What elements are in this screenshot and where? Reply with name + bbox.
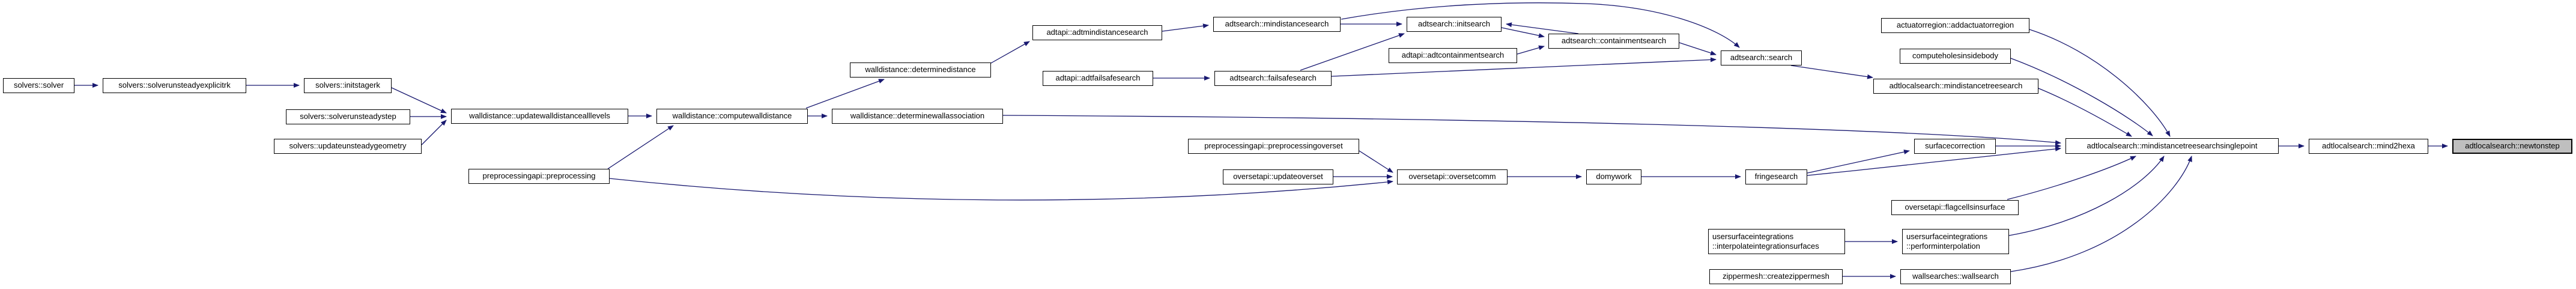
edge-preprocessing-to-computewalldistance xyxy=(607,125,674,169)
node-search[interactable]: adtsearch::search xyxy=(1721,50,1802,65)
edge-computewalldistance-to-determinedistance xyxy=(805,79,885,109)
edge-determinedistance-to-adtmindistancesearch xyxy=(990,41,1030,64)
edge-mindistancesearch-to-search xyxy=(1341,2,1740,48)
node-solver[interactable]: solvers::solver xyxy=(3,78,74,93)
edge-performinterpolation-to-mindistancetreesearchsinglepoint xyxy=(2008,156,2165,236)
node-initstagerk[interactable]: solvers::initstagerk xyxy=(304,78,392,93)
edge-initsearch-to-containmentsearch xyxy=(1501,27,1545,38)
edge-failsafesearch-to-initsearch xyxy=(1300,33,1405,71)
node-initsearch[interactable]: adtsearch::initsearch xyxy=(1407,17,1502,32)
node-flagcellsinsurface[interactable]: oversetapi::flagcellsinsurface xyxy=(1891,200,2019,215)
node-domywork[interactable]: domywork xyxy=(1586,169,1641,184)
node-createzippermesh[interactable]: zippermesh::createzippermesh xyxy=(1709,269,1843,284)
edge-containmentsearch-to-search xyxy=(1679,42,1717,55)
edge-flagcellsinsurface-to-mindistancetreesearchsinglepoint xyxy=(2007,156,2136,200)
node-containmentsearch[interactable]: adtsearch::containmentsearch xyxy=(1548,34,1679,49)
node-interpolateintegrationsurfaces[interactable]: usersurfaceintegrations ::interpolateint… xyxy=(1708,229,1845,254)
node-mindistancetreesearch[interactable]: adtlocalsearch::mindistancetreesearch xyxy=(1873,79,2038,94)
node-solverunsteadystep[interactable]: solvers::solverunsteadystep xyxy=(286,109,410,124)
node-mindistancesearch[interactable]: adtsearch::mindistancesearch xyxy=(1213,17,1341,32)
edge-fringesearch-to-mindistancetreesearchsinglepoint xyxy=(1807,146,2061,176)
edge-computeholesinsidebody-to-mindistancetreesearchsinglepoint xyxy=(2010,58,2153,136)
node-adtmindistancesearch[interactable]: adtapi::adtmindistancesearch xyxy=(1032,25,1162,40)
node-solverunsteadyexplicitrk[interactable]: solvers::solverunsteadyexplicitrk xyxy=(103,78,246,93)
edge-wallsearch-to-mindistancetreesearchsinglepoint xyxy=(2010,156,2192,272)
edge-updateunsteadygeometry-to-updatewalldistancealllevels xyxy=(421,120,447,145)
edge-search-to-mindistancetreesearch xyxy=(1790,65,1873,79)
node-updatewalldistancealllevels[interactable]: walldistance::updatewalldistancealllevel… xyxy=(451,109,628,124)
edge-fringesearch-to-surfacecorrection xyxy=(1807,150,1910,174)
edge-determinewallassociation-to-mindistancetreesearchsinglepoint xyxy=(1002,115,2061,145)
edge-preprocessing-to-oversetcomm xyxy=(609,178,1393,201)
edge-addactuatorregion-to-mindistancetreesearchsinglepoint xyxy=(2029,29,2171,137)
node-updateunsteadygeometry[interactable]: solvers::updateunsteadygeometry xyxy=(274,139,422,154)
edge-containmentsearch-to-initsearch xyxy=(1506,22,1579,34)
node-preprocessingoverset[interactable]: preprocessingapi::preprocessingoverset xyxy=(1188,139,1359,154)
edge-preprocessingoverset-to-oversetcomm xyxy=(1359,150,1393,173)
node-surfacecorrection[interactable]: surfacecorrection xyxy=(1914,139,1996,154)
node-newtonstep: adtlocalsearch::newtonstep xyxy=(2452,139,2572,154)
node-preprocessing[interactable]: preprocessingapi::preprocessing xyxy=(468,169,610,184)
node-performinterpolation[interactable]: usersurfaceintegrations ::performinterpo… xyxy=(1902,229,2009,254)
edge-failsafesearch-to-search xyxy=(1331,57,1717,77)
edge-adtmindistancesearch-to-mindistancesearch xyxy=(1162,23,1209,32)
node-failsafesearch[interactable]: adtsearch::failsafesearch xyxy=(1214,71,1332,86)
node-updateoverset[interactable]: oversetapi::updateoverset xyxy=(1223,169,1333,184)
node-computeholesinsidebody[interactable]: computeholesinsidebody xyxy=(1900,49,2011,64)
node-fringesearch[interactable]: fringesearch xyxy=(1745,169,1807,184)
node-adtfailsafesearch[interactable]: adtapi::adtfailsafesearch xyxy=(1043,71,1153,86)
node-mindistancetreesearchsinglepoint[interactable]: adtlocalsearch::mindistancetreesearchsin… xyxy=(2065,138,2279,154)
node-determinedistance[interactable]: walldistance::determinedistance xyxy=(850,62,991,78)
node-wallsearch[interactable]: wallsearches::wallsearch xyxy=(1900,269,2011,284)
edge-mindistancetreesearch-to-mindistancetreesearchsinglepoint xyxy=(2038,88,2132,137)
edge-adtcontainmentsearch-to-containmentsearch xyxy=(1517,45,1545,55)
node-computewalldistance[interactable]: walldistance::computewalldistance xyxy=(656,109,808,124)
node-addactuatorregion[interactable]: actuatorregion::addactuatorregion xyxy=(1881,18,2029,33)
node-oversetcomm[interactable]: oversetapi::oversetcomm xyxy=(1397,169,1508,184)
node-mind2hexa[interactable]: adtlocalsearch::mind2hexa xyxy=(2309,139,2428,154)
node-determinewallassociation[interactable]: walldistance::determinewallassociation xyxy=(832,109,1003,124)
node-adtcontainmentsearch[interactable]: adtapi::adtcontainmentsearch xyxy=(1389,48,1517,63)
edge-initstagerk-to-updatewalldistancealllevels xyxy=(391,87,447,114)
